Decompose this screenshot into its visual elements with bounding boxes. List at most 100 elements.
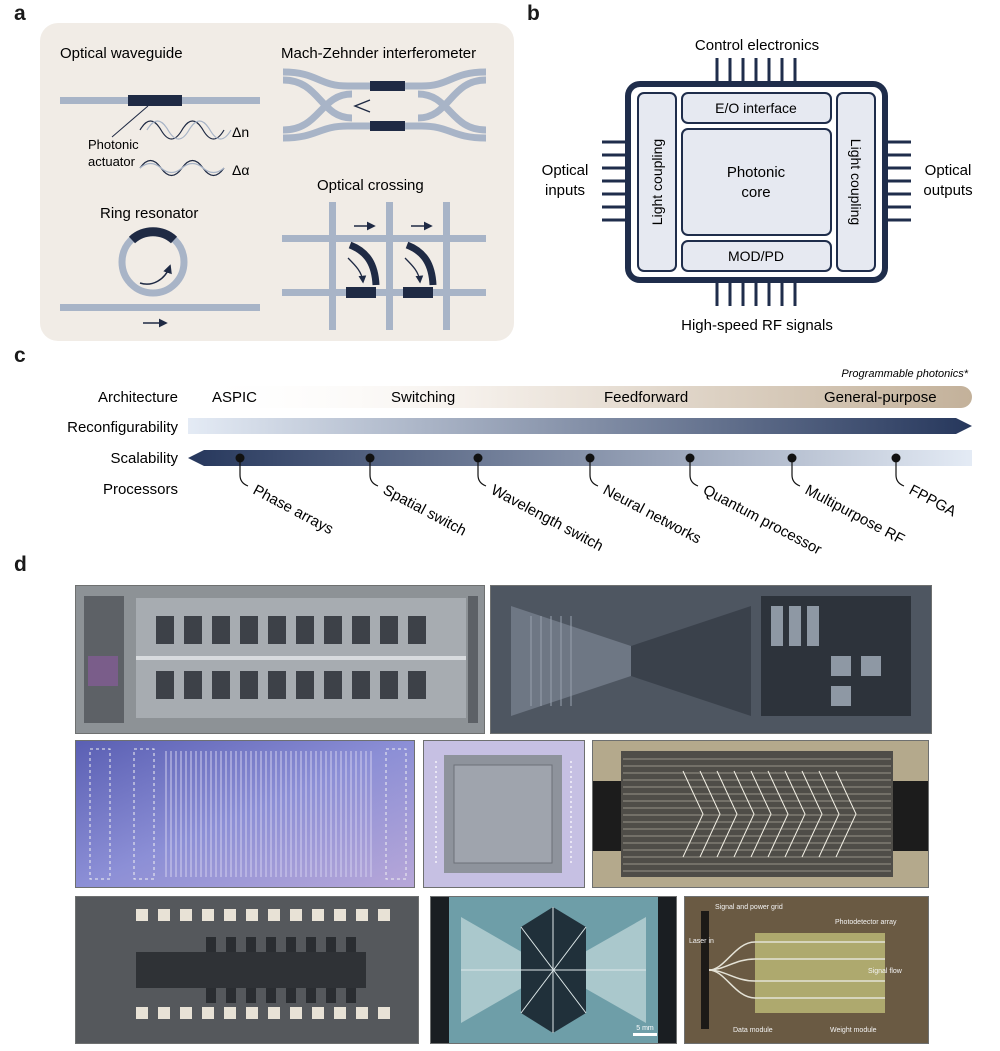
programmable-photonics-note: Programmable photonics* <box>841 368 968 380</box>
photonic-actuator-label-line1: Photonic <box>88 137 139 152</box>
crossing-vertical-2 <box>386 202 393 330</box>
chip-photo-phase-array <box>75 585 485 734</box>
crossing-horizontal-1 <box>282 235 486 242</box>
architecture-general-purpose: General-purpose <box>824 389 937 406</box>
phase-wave-a <box>139 120 225 140</box>
eo-interface-block <box>681 92 832 124</box>
eo-interface-label: E/O interface <box>715 100 797 116</box>
phase-wave-b <box>146 120 232 140</box>
panel-a-letter: a <box>14 2 26 25</box>
panel-c-diagram: Programmable photonics* Architecture Rec… <box>67 368 972 558</box>
crossing-switch-arc-2 <box>405 241 437 286</box>
processor-marker-line <box>895 458 905 487</box>
label-data-module: Data module <box>733 1027 773 1034</box>
crossing-vertical-3 <box>443 202 450 330</box>
ring-resonator-title: Ring resonator <box>100 205 198 222</box>
optical-inputs-label-1: Optical <box>542 162 589 179</box>
photonic-actuator-segment <box>128 95 182 106</box>
mzi-title: Mach-Zehnder interferometer <box>281 45 476 62</box>
processor-marker-line <box>589 458 599 487</box>
mzi-cross-left-1 <box>282 76 353 122</box>
crossing-switch-arc-1 <box>348 241 380 286</box>
optical-inputs-label-2: inputs <box>545 182 585 199</box>
reconfigurability-arrow <box>188 418 972 434</box>
chip-photo-quantum-processor <box>592 740 929 888</box>
optical-outputs-label-1: Optical <box>925 162 972 179</box>
bus-waveguide <box>60 304 260 311</box>
chip-pins-left <box>602 140 628 222</box>
processor-label: Neural networks <box>600 482 704 548</box>
photonic-actuator-label-line2: actuator <box>88 154 136 169</box>
panel-d-letter: d <box>14 553 27 576</box>
processor-label: Multipurpose RF <box>802 482 907 549</box>
chip-photo-wavelength-switch <box>75 740 415 888</box>
row-label-processors: Processors <box>103 481 178 498</box>
crossing-phase-shifter-1 <box>346 287 376 298</box>
processor-label: FPPGA <box>906 482 959 521</box>
mzi-cross-right-2 <box>417 76 487 122</box>
wavelength-switch-stripes <box>165 751 372 877</box>
amplitude-wave-b <box>139 162 225 174</box>
light-coupling-right-block <box>836 92 876 272</box>
crossing-turn-arrow-2 <box>404 257 424 284</box>
mzi-cross-right-1 <box>417 90 487 134</box>
label-signal-power-grid: Signal and power grid <box>715 904 783 911</box>
panel-b-diagram: Control electronics High-speed RF signal… <box>542 37 973 334</box>
processor-marker-line <box>689 458 699 487</box>
mzi-bottom-phase-shifter <box>370 121 405 131</box>
optical-waveguide-title: Optical waveguide <box>60 45 183 62</box>
crossing-turn-arrow-1 <box>347 257 367 284</box>
panel-c-letter: c <box>14 344 26 367</box>
quantum-waveguide-lines <box>623 758 891 872</box>
processor-label: Wavelength switch <box>488 482 606 555</box>
chip-pins-bottom <box>715 280 797 306</box>
light-coupling-left-block <box>637 92 677 272</box>
optical-outputs-label-2: outputs <box>923 182 972 199</box>
processor-markers: Phase arrays Spatial switch Wavelength swi… <box>235 453 959 558</box>
crossing-phase-shifter-2 <box>403 287 433 298</box>
delta-alpha-label: Δα <box>232 162 249 178</box>
photonic-core-block <box>681 128 832 236</box>
delta-n-label: Δn <box>232 124 249 140</box>
label-weight-module: Weight module <box>830 1027 877 1034</box>
processor-label: Spatial switch <box>380 482 469 540</box>
row-label-reconfigurability: Reconfigurability <box>67 419 178 436</box>
scalability-arrow <box>188 450 972 466</box>
mzi-switch-arrows <box>353 99 371 113</box>
label-laser-in: Laser in <box>689 938 714 945</box>
chip-photo-neural-network <box>423 740 585 888</box>
crossing-horizontal-2 <box>282 289 486 296</box>
label-photodetector-array: Photodetector array <box>835 919 897 926</box>
label-signal-flow: Signal flow <box>868 968 903 975</box>
mzi-top-phase-shifter <box>370 81 405 91</box>
architecture-bar <box>188 386 972 408</box>
chip-photo-optical-computing: Signal and power grid Photodetector arra… <box>684 896 929 1044</box>
row-label-architecture: Architecture <box>98 389 178 406</box>
light-coupling-left-label: Light coupling <box>649 139 665 225</box>
processor-label: Phase arrays <box>250 482 336 538</box>
processor-marker-line <box>239 458 249 487</box>
chip-photo-spatial-switch <box>490 585 932 734</box>
processor-marker-line <box>369 458 379 487</box>
optical-crossing-title: Optical crossing <box>317 177 424 194</box>
light-coupling-right-label: Light coupling <box>848 139 864 225</box>
ring-circulation-arrow <box>139 264 172 285</box>
photonic-core-label-2: core <box>741 184 770 201</box>
chip-photo-fppga: 5 mm <box>430 896 677 1044</box>
chip-pins-top <box>715 58 797 84</box>
architecture-aspic: ASPIC <box>212 389 257 406</box>
mod-pd-label: MOD/PD <box>728 248 784 264</box>
processor-marker-line <box>477 458 487 487</box>
panel-a-diagram: Optical waveguide Photonic actuator Δn Δ… <box>40 23 514 341</box>
ring-actuator-segment <box>128 227 178 244</box>
control-electronics-label: Control electronics <box>695 37 819 54</box>
mzi-cross-left-2 <box>282 90 353 134</box>
chip-pins-right <box>885 140 911 222</box>
mod-pd-block <box>681 240 832 272</box>
architecture-feedforward: Feedforward <box>604 389 688 406</box>
row-label-scalability: Scalability <box>110 450 178 467</box>
architecture-switching: Switching <box>391 389 455 406</box>
chip-photo-multipurpose-rf <box>75 896 419 1044</box>
rf-signals-label: High-speed RF signals <box>681 317 833 334</box>
photonic-core-label-1: Photonic <box>727 164 786 181</box>
